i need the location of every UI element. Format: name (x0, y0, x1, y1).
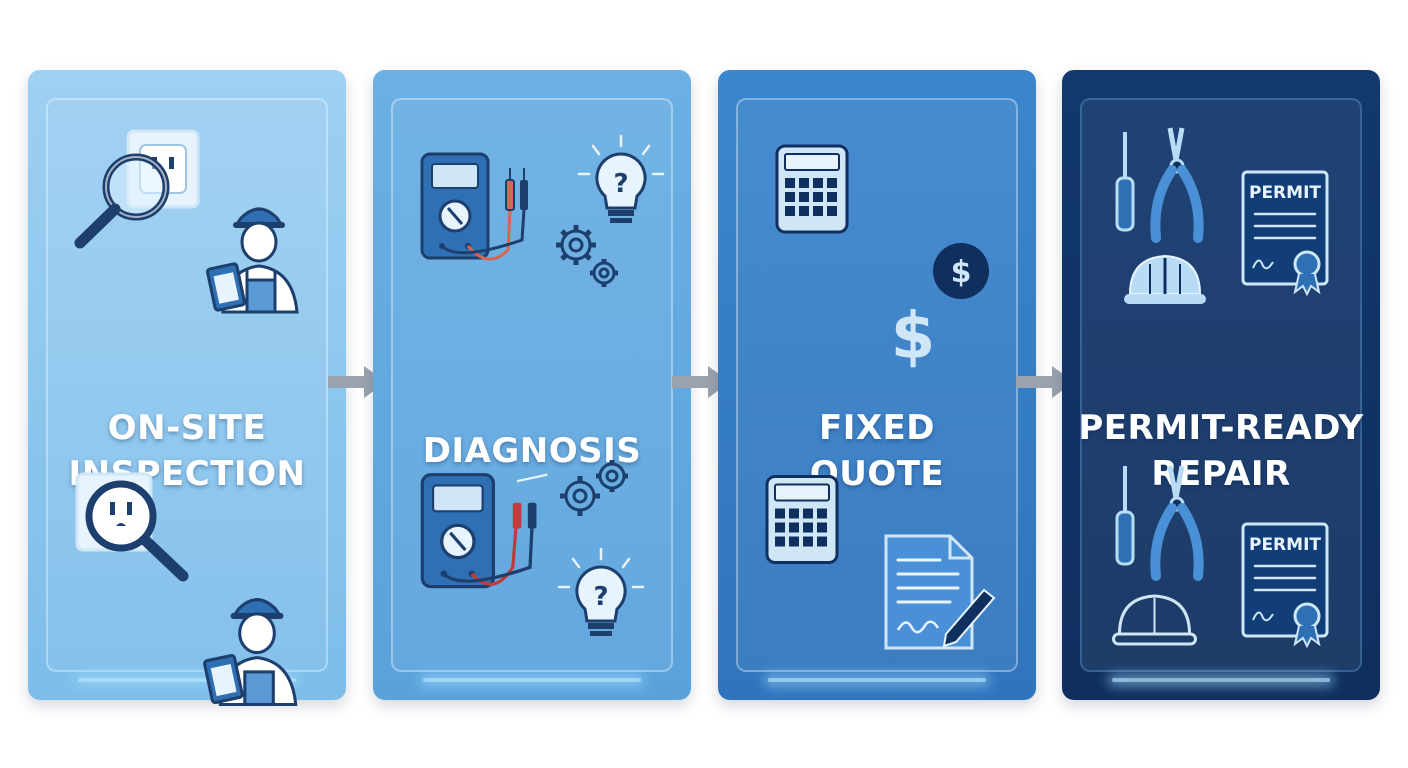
signed-document-icon (884, 534, 996, 650)
pliers-icon (1150, 465, 1204, 581)
step-title: DIAGNOSIS (373, 428, 691, 474)
step-title: PERMIT-READY REPAIR (1062, 405, 1380, 497)
permit-label: PERMIT (1249, 183, 1321, 203)
permit-certificate-icon: PERMIT (1241, 170, 1329, 297)
calculator-icon (775, 144, 849, 234)
screwdriver-icon (1115, 466, 1135, 566)
screwdriver-icon (1115, 132, 1135, 232)
hard-hat-icon (1112, 594, 1197, 646)
multimeter-icon (420, 473, 548, 589)
magnifier-outlet-icon (75, 472, 189, 582)
calculator-icon (765, 475, 839, 564)
step-title-line1: DIAGNOSIS (422, 431, 642, 471)
dollar-icon: $ (933, 243, 989, 299)
technician-clipboard-icon (206, 207, 299, 314)
step-title: FIXED QUOTE (718, 405, 1036, 497)
lightbulb-question-icon: ? (557, 547, 645, 636)
panel-glow (1112, 678, 1330, 682)
hard-hat-icon (1124, 254, 1206, 304)
magnifier-outlet-icon (74, 129, 200, 249)
permit-label: PERMIT (1249, 535, 1321, 555)
panel-glow (78, 678, 296, 682)
gears-icon (556, 225, 618, 287)
step-title-line1: PERMIT-READY (1078, 408, 1364, 448)
lightbulb-question-icon: ? (577, 134, 665, 223)
step-title-line1: FIXED (818, 408, 936, 448)
step-panel-permit-ready-repair: PERMIT PERMIT-READY REPAIR PERMIT (1062, 70, 1380, 700)
multimeter-icon (420, 152, 528, 261)
step-panel-diagnosis: ? DIAGNOSIS (373, 70, 691, 700)
svg-text:$: $ (951, 255, 972, 290)
gears-icon (560, 460, 628, 516)
panel-glow (768, 678, 986, 682)
step-panel-inspection: ON-SITE INSPECTION (28, 70, 346, 707)
step-title-line1: ON-SITE (107, 408, 267, 448)
permit-certificate-icon: PERMIT (1241, 522, 1329, 649)
svg-text:?: ? (613, 169, 628, 199)
technician-clipboard-icon (203, 598, 298, 707)
dollar-icon: $ (891, 300, 936, 372)
panel-glow (423, 678, 641, 682)
step-panel-fixed-quote: $ $ FIXED QUOTE (718, 70, 1036, 700)
pliers-icon (1150, 127, 1204, 243)
svg-text:$: $ (891, 300, 936, 372)
svg-text:?: ? (593, 582, 608, 612)
